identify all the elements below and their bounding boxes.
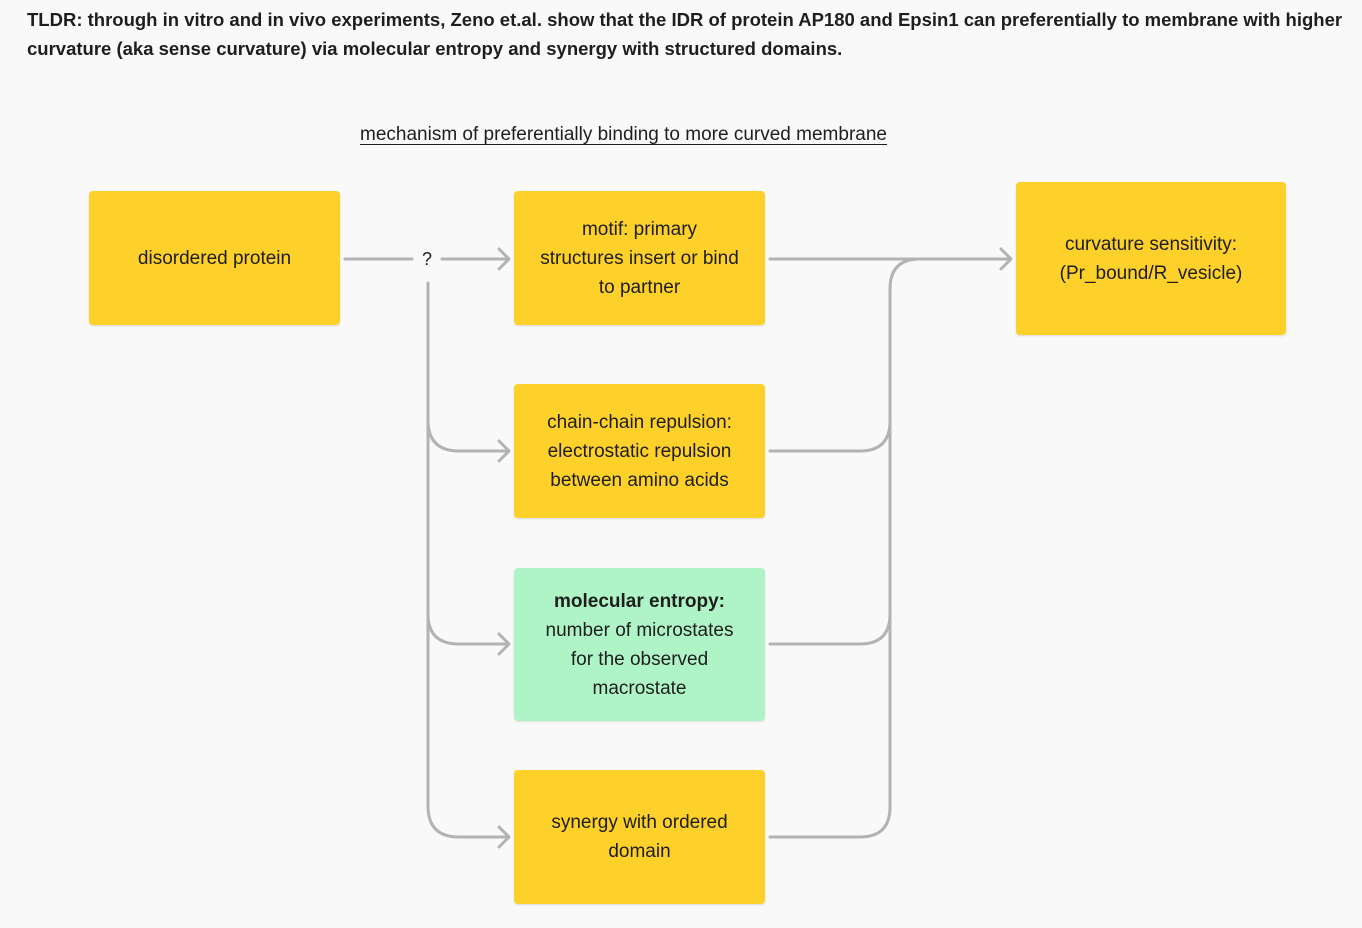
connector-merge xyxy=(768,257,922,839)
arrowhead-entropy xyxy=(497,632,511,656)
question-mark-label: ? xyxy=(421,249,432,269)
node-motif-label: motif: primary structures insert or bind… xyxy=(540,218,739,298)
arrowhead-synergy xyxy=(497,825,511,849)
arrowhead-curvature xyxy=(999,247,1013,271)
node-synergy: synergy with ordered domain xyxy=(514,770,765,904)
node-molecular-entropy: molecular entropy: number of microstates… xyxy=(514,568,765,721)
diagram-title: mechanism of preferentially binding to m… xyxy=(360,124,887,145)
node-synergy-label: synergy with ordered domain xyxy=(551,812,728,862)
arrowhead-chain xyxy=(497,439,511,463)
arrowhead-motif xyxy=(497,247,511,271)
node-chain-repulsion: chain-chain repulsion: electrostatic rep… xyxy=(514,384,765,518)
node-curvature-label: curvature sensitivity: (Pr_bound/R_vesic… xyxy=(1059,233,1243,284)
connector-trunk-branches xyxy=(426,281,510,839)
node-curvature-sensitivity: curvature sensitivity: (Pr_bound/R_vesic… xyxy=(1016,182,1286,335)
node-disordered-protein: disordered protein xyxy=(89,191,340,325)
tldr-summary: TLDR: through in vitro and in vivo exper… xyxy=(27,9,1343,59)
node-entropy-body: number of microstates for the observed m… xyxy=(545,619,734,699)
node-chain-repulsion-label: chain-chain repulsion: electrostatic rep… xyxy=(547,411,732,491)
node-disordered-protein-label: disordered protein xyxy=(137,247,292,269)
node-motif: motif: primary structures insert or bind… xyxy=(514,191,765,325)
node-entropy-title: molecular entropy: xyxy=(553,590,726,612)
